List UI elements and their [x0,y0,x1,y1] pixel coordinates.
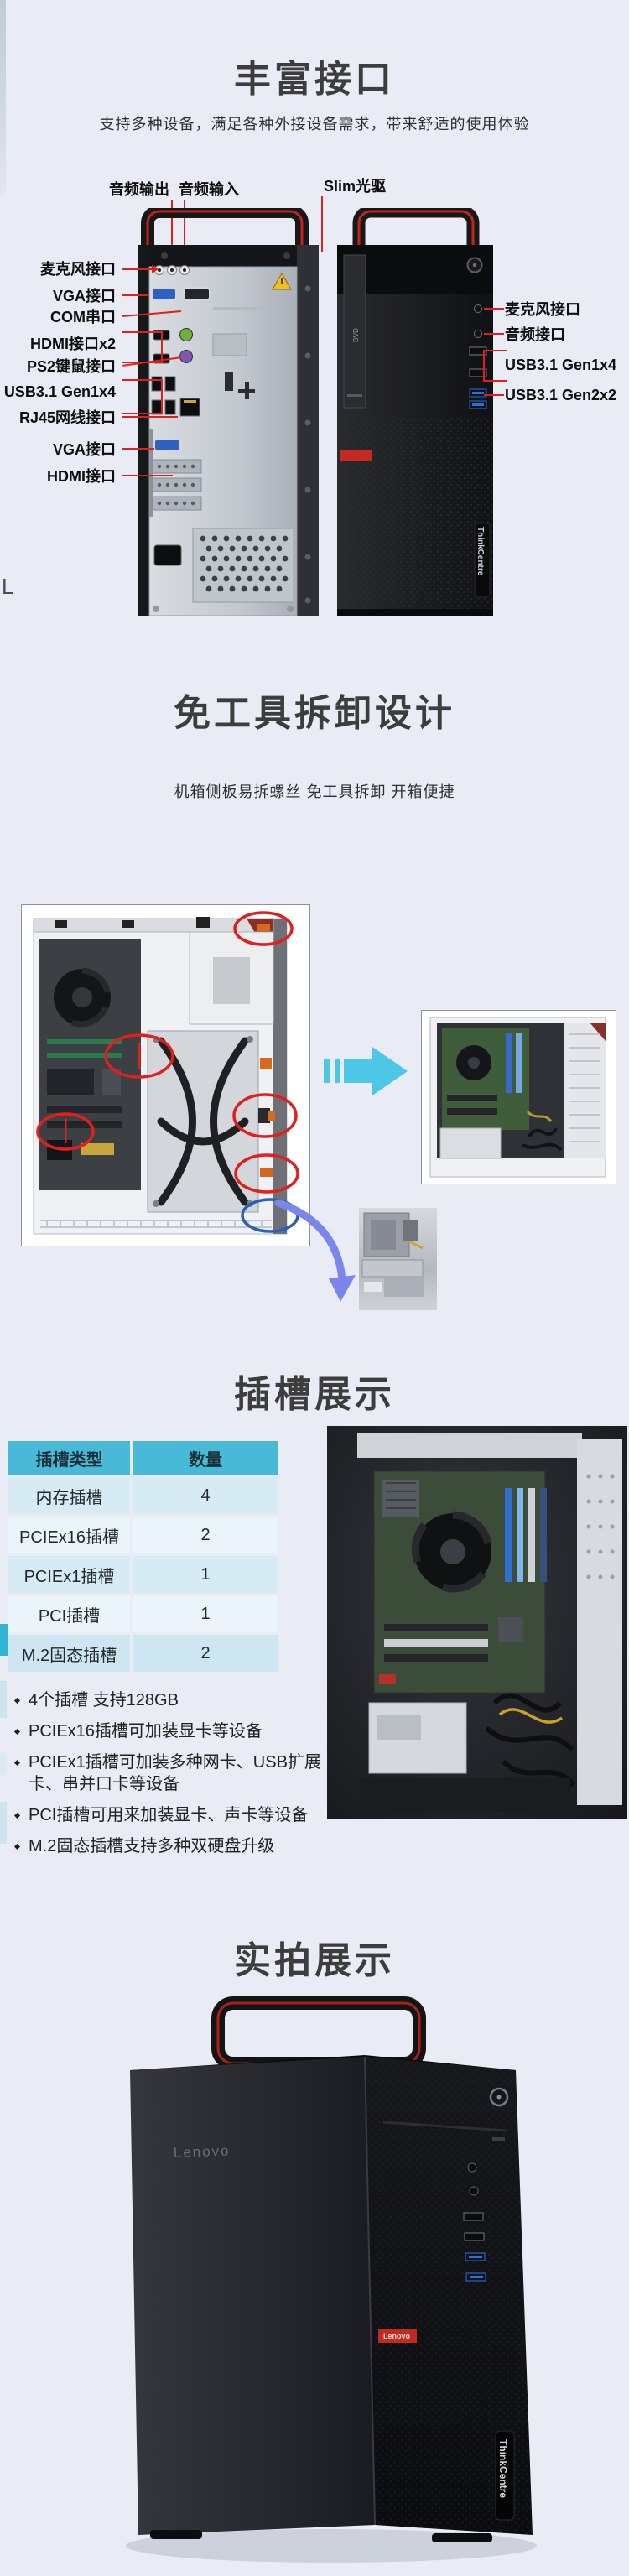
list-item: PCIEx1插槽可加装多种网卡、USB扩展卡、串并口卡等设备 [13,1751,340,1795]
label-front-usb31g1: USB3.1 Gen1x4 [505,356,617,373]
open-chassis-illustration [33,911,299,1235]
callout-line [122,475,173,476]
callout-line [484,394,504,396]
callout-line [122,448,154,450]
label-audio-out: 音频输出 [109,181,169,198]
label-back-hdmi2: HDMI接口x2 [29,336,116,352]
bullet-dot-icon [13,1759,21,1767]
callout-line [122,294,149,296]
table-header-qty: 数量 [133,1441,278,1475]
list-item: PCI插槽可用来加装显卡、声卡等设备 [13,1804,340,1826]
callout-line [171,200,173,267]
assembled-internals-illustration [429,1017,606,1178]
thinkcentre-front-logo: ThinkCentre [497,2439,509,2498]
list-item: 4个插槽 支持128GB [13,1689,340,1711]
left-edge-strip [0,0,6,195]
bullet-dot-icon [13,1843,21,1850]
latch-closeup-illustration [359,1208,437,1310]
edge-accent [0,1802,7,1844]
label-back-ps2: PS2键鼠接口 [26,358,116,375]
edge-accent [0,1753,7,1775]
label-back-hdmi: HDMI接口 [47,468,116,485]
list-item: PCIEx16插槽可加装显卡等设备 [13,1720,340,1742]
label-audio-in: 音频输入 [179,181,239,198]
callout-bracket [122,331,163,363]
stray-letter: L [2,574,14,599]
tower-front-view-image: DVD ThinkCentre [337,208,493,616]
curved-arrow-icon [274,1199,356,1302]
table-header-type: 插槽类型 [8,1441,130,1475]
callout-line [122,416,178,418]
label-back-mic: 麦克风接口 [40,261,116,278]
table-cell: 2 [133,1517,278,1553]
odd-dvd-mark: DVD [352,328,360,342]
thinkcentre-logo: ThinkCentre [476,527,485,576]
callout-line [321,196,323,252]
bullet-text: PCI插槽可用来加装显卡、声卡等设备 [29,1806,309,1824]
section-title-toolfree: 免工具拆卸设计 [174,693,455,734]
lenovo-front-badge: Lenovo [383,2332,411,2340]
bullet-text: PCIEx16插槽可加装显卡等设备 [29,1722,263,1741]
table-cell: M.2固态插槽 [8,1635,130,1672]
latch-closeup-photo [359,1208,437,1310]
bullet-text: PCIEx1插槽可加装多种网卡、USB扩展卡、串并口卡等设备 [29,1753,321,1793]
open-chassis-photo [21,904,310,1246]
callout-line [484,333,504,335]
section-subtitle-ports: 支持多种设备，满足各种外接设备需求，带来舒适的使用体验 [99,116,530,133]
label-slim-odd: Slim光驱 [324,178,387,195]
assembled-internals-photo [421,1010,616,1184]
table-cell: 4 [133,1477,278,1514]
edge-accent [0,1681,7,1718]
label-front-audio: 音频接口 [505,326,565,343]
arrow-right-icon [324,1047,408,1095]
table-cell: PCIEx1插槽 [8,1556,130,1593]
section-subtitle-toolfree: 机箱侧板易拆螺丝 免工具拆卸 开箱便捷 [174,783,455,800]
label-front-mic: 麦克风接口 [505,301,580,318]
list-item: M.2固态插槽支持多种双硬盘升级 [13,1835,340,1857]
callout-line [484,308,504,310]
table-cell: 1 [133,1595,278,1632]
table-cell: 内存插槽 [8,1477,130,1514]
bullet-text: M.2固态插槽支持多种双硬盘升级 [29,1837,275,1855]
callout-line [122,268,153,270]
table-cell: 2 [133,1635,278,1672]
label-back-vga-card: VGA接口 [52,441,116,458]
bullet-dot-icon [13,1728,21,1736]
tower-back-view-image [138,208,319,616]
edge-accent [0,1624,8,1656]
table-cell: PCI插槽 [8,1595,130,1632]
product-photo: Lenovo Lenovo ThinkCentre [126,1996,537,2563]
section-title-slots: 插槽展示 [234,1374,395,1415]
bullet-dot-icon [13,1812,21,1819]
lenovo-side-logo: Lenovo [173,2143,230,2161]
label-back-com: COM串口 [50,309,116,325]
section-title-photos: 实拍展示 [234,1940,395,1981]
callout-bracket [122,379,163,414]
bullet-dot-icon [13,1697,21,1704]
section-title-ports: 丰富接口 [234,59,395,100]
label-back-rj45: RJ45网线接口 [18,409,116,426]
callout-arrowhead [152,265,159,273]
slots-table: 插槽类型 数量 内存插槽 4 PCIEx16插槽 2 PCIEx1插槽 1 PC… [8,1441,278,1672]
table-cell: PCIEx16插槽 [8,1517,130,1553]
label-front-usb31g2: USB3.1 Gen2x2 [505,387,617,403]
table-cell: 1 [133,1556,278,1593]
callout-line [184,200,185,265]
bullet-text: 4个插槽 支持128GB [29,1691,179,1710]
label-back-vga: VGA接口 [52,288,116,304]
motherboard-photo [327,1426,627,1819]
callout-bracket [483,350,507,382]
slots-bullet-list: 4个插槽 支持128GB PCIEx16插槽可加装显卡等设备 PCIEx1插槽可… [13,1689,340,1866]
label-back-usb31g1: USB3.1 Gen1x4 [3,383,116,400]
